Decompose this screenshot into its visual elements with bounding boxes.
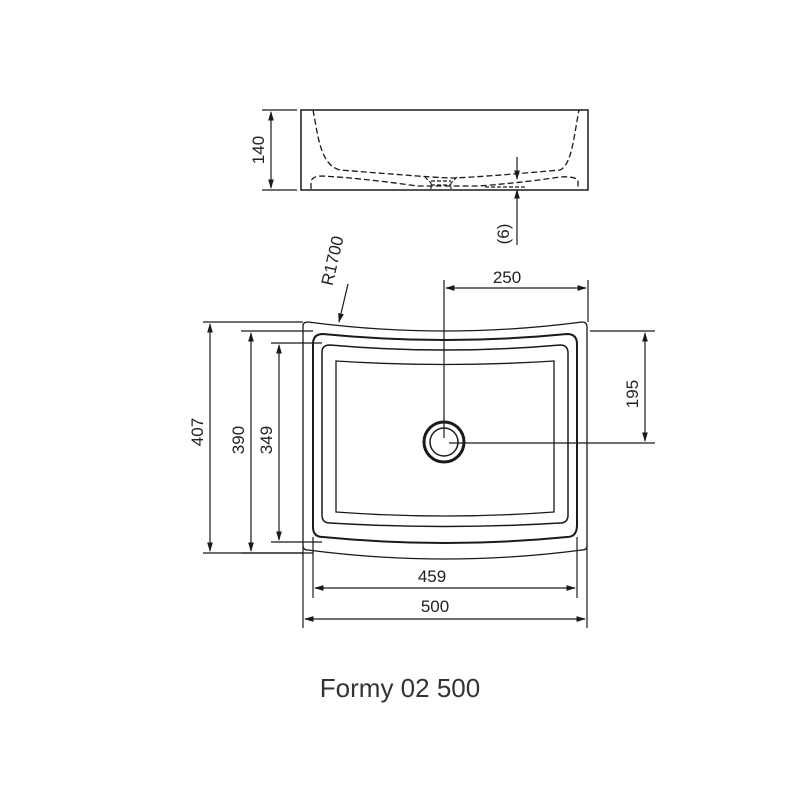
- basin-profile-dashed: [312, 109, 580, 179]
- drain-offset-y-label: 195: [623, 380, 642, 408]
- outer-depth-label: 407: [188, 418, 207, 446]
- radius-label: R1700: [318, 234, 348, 287]
- thickness-label: (6): [494, 224, 513, 245]
- drawing-title: Formy 02 500: [319, 673, 481, 703]
- height-label: 140: [249, 136, 268, 164]
- drain-dashed: [424, 176, 458, 189]
- radius-leader: [338, 283, 349, 323]
- basin-rim: [312, 332, 578, 544]
- inner-width-label: 459: [418, 567, 446, 586]
- basin-bottom: [335, 360, 555, 517]
- side-view-outline: [300, 109, 589, 191]
- drain-offset-x-label: 250: [493, 268, 521, 287]
- outer-width-label: 500: [421, 597, 449, 616]
- base-profile-dashed: [310, 175, 579, 189]
- rim-depth-label: 390: [229, 426, 248, 454]
- side-view: [262, 109, 589, 245]
- inner-depth-label: 349: [257, 426, 276, 454]
- top-view: [203, 280, 655, 628]
- basin-edge: [321, 344, 569, 528]
